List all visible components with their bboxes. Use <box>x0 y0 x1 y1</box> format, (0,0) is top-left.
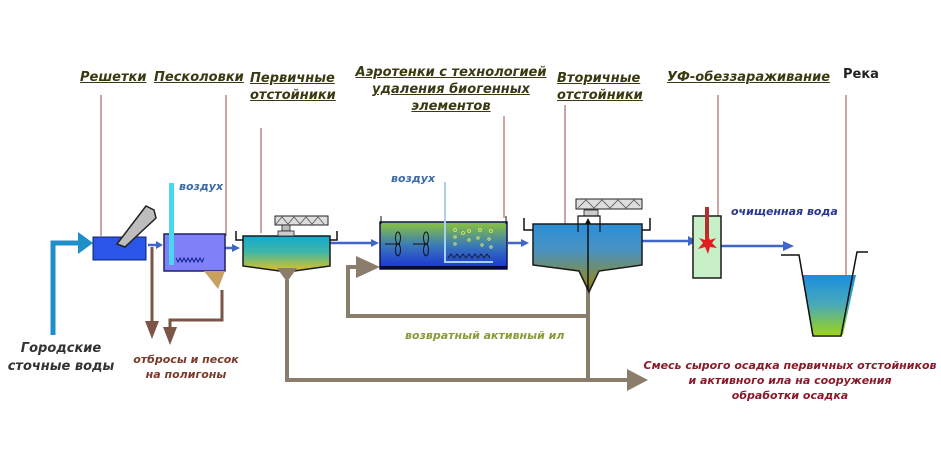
waste-lines <box>145 247 224 345</box>
inflow-line: сточные воды <box>7 359 115 374</box>
title-line: элементов <box>411 99 491 114</box>
air-bubbles <box>453 228 493 249</box>
sludge-lines <box>285 265 628 382</box>
title-line: Аэротенки с технологией <box>355 65 547 80</box>
mixer-icon <box>413 231 429 257</box>
uv-lamp-icon <box>698 233 717 254</box>
title-line: отстойники <box>250 88 336 103</box>
mixer-icon <box>385 231 401 257</box>
stage-title-secondary-clarifiers: Вторичные отстойники <box>557 70 643 104</box>
sludge-mix-line: Смесь сырого осадка первичных отстойнико… <box>643 359 937 372</box>
uv-unit <box>692 207 722 279</box>
waste-label: отбросы и песок на полигоны <box>126 352 246 382</box>
air-label-sand-trap: воздух <box>179 180 224 193</box>
sludge-mix-line: и активного ила на сооружения <box>688 374 892 387</box>
waste-line: отбросы и песок <box>133 353 239 366</box>
air-label-aeration: воздух <box>391 172 436 185</box>
title-line: Первичные <box>250 71 335 86</box>
return-sludge-arrowhead <box>356 256 380 278</box>
title-line: Вторичные <box>557 71 641 86</box>
return-sludge-label: возвратный активный ил <box>405 329 565 342</box>
inflow-pipe <box>50 232 93 335</box>
stage-title-river: Река <box>843 67 879 82</box>
sludge-mix-label: Смесь сырого осадка первичных отстойнико… <box>640 358 940 403</box>
screens-unit <box>92 205 157 261</box>
inflow-line: Городские <box>20 341 102 356</box>
sand-trap-unit <box>163 183 226 289</box>
stage-title-primary-clarifiers: Первичные отстойники <box>250 70 336 104</box>
waste-line: на полигоны <box>145 368 227 381</box>
aeration-tank-unit <box>379 182 508 270</box>
river-unit <box>781 251 868 337</box>
title-line: отстойники <box>557 88 643 103</box>
leader-lines <box>100 95 847 310</box>
secondary-clarifier-unit <box>523 198 651 294</box>
stage-title-screens: Решетки <box>80 70 147 85</box>
title-line: удаления биогенных <box>372 82 530 97</box>
stage-title-sand-traps: Песколовки <box>154 70 244 85</box>
sludge-mix-arrowhead <box>627 369 648 391</box>
treated-water-label: очищенная вода <box>731 205 838 218</box>
sludge-mix-line: обработки осадка <box>731 389 849 402</box>
inflow-label: Городские сточные воды <box>2 340 120 376</box>
stage-title-aeration-tanks: Аэротенки с технологией удаления биогенн… <box>351 64 551 115</box>
primary-clarifier-unit <box>235 215 338 282</box>
stage-title-uv-disinfection: УФ-обеззараживание <box>667 70 831 85</box>
